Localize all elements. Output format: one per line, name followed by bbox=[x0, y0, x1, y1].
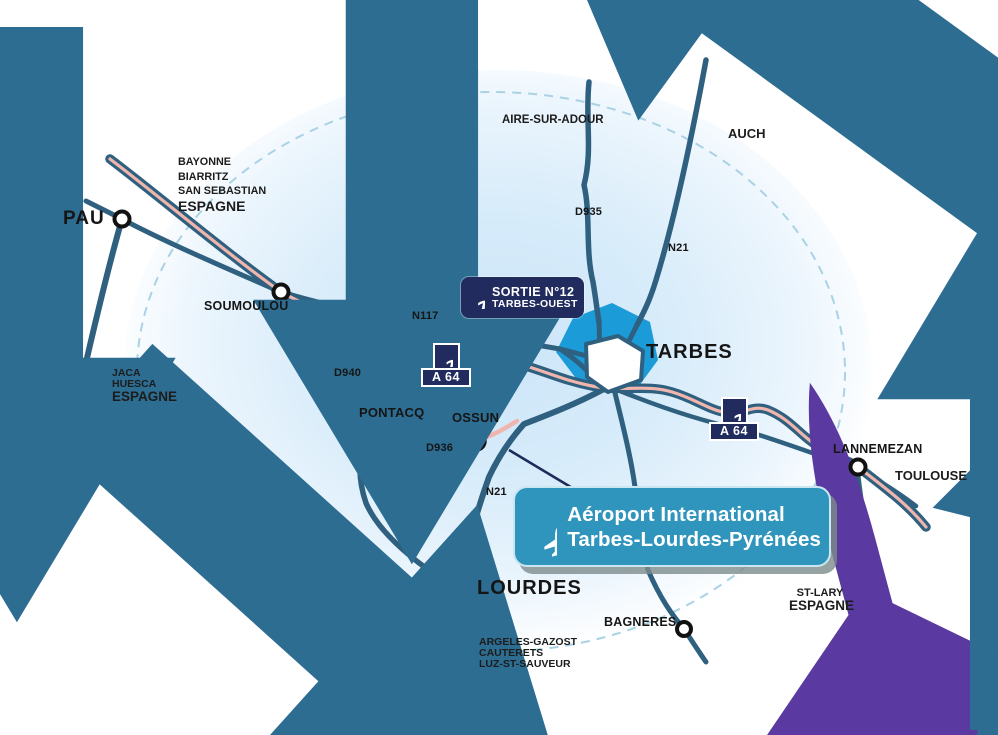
direction-bayonne-line3: SAN SEBASTIAN bbox=[178, 185, 267, 198]
motorway-icon bbox=[734, 413, 741, 421]
exit-12-badge: SORTIE N°12 TARBES-OUEST bbox=[461, 277, 584, 318]
direction-st-lary-line2: ESPAGNE bbox=[789, 597, 855, 613]
direction-auch: AUCH bbox=[728, 126, 766, 141]
a64-shield-west: A 64 bbox=[421, 343, 471, 387]
bagneres-label: BAGNERES bbox=[604, 615, 677, 629]
direction-jaca-line1: JACA bbox=[112, 367, 141, 379]
pau-label: PAU bbox=[63, 208, 105, 229]
pau-dot bbox=[112, 209, 132, 229]
n21-north-label: N21 bbox=[668, 242, 689, 254]
pontacq-label: PONTACQ bbox=[359, 405, 425, 420]
direction-jaca-line3: ESPAGNE bbox=[112, 388, 178, 404]
airport-sign-line2: Tarbes-Lourdes-Pyrénées bbox=[567, 527, 821, 551]
d936-label: D936 bbox=[426, 442, 454, 454]
ossun-label: OSSUN bbox=[452, 410, 500, 425]
a64-east-label: A 64 bbox=[709, 422, 759, 441]
exit-badge-title: SORTIE N°12 bbox=[492, 284, 575, 299]
direction-bayonne-line4: ESPAGNE bbox=[178, 197, 246, 214]
direction-argeles-line1: ARGELES-GAZOST bbox=[479, 636, 578, 648]
road-d935 bbox=[581, 79, 602, 325]
road-n21-north bbox=[634, 57, 709, 328]
bagneres-dot bbox=[675, 620, 693, 638]
direction-argeles-line2: CAUTERETS bbox=[479, 647, 544, 659]
lourdes-label: LOURDES bbox=[477, 577, 582, 599]
motorway-icon bbox=[446, 359, 453, 367]
airport-sign-line1: Aéroport International bbox=[567, 502, 785, 526]
airport-sign-text: Aéroport International Tarbes-Lourdes-Py… bbox=[567, 502, 821, 552]
exit-badge-text: SORTIE N°12 TARBES-OUEST bbox=[492, 284, 578, 310]
direction-st-lary: ST-LARY ESPAGNE bbox=[789, 587, 855, 613]
direction-bayonne: BAYONNE BIARRITZ SAN SEBASTIAN ESPAGNE bbox=[178, 155, 266, 214]
tarbes-city-centre bbox=[584, 334, 645, 394]
a64-west-label: A 64 bbox=[421, 368, 471, 387]
a64-east-pictogram bbox=[720, 397, 748, 424]
direction-toulouse: TOULOUSE bbox=[895, 468, 967, 483]
n117-label: N117 bbox=[412, 310, 439, 322]
direction-argeles: ARGELES-GAZOST CAUTERETS LUZ-ST-SAUVEUR bbox=[479, 637, 577, 670]
direction-jaca-line2: HUESCA bbox=[112, 378, 157, 391]
airport-sign-connector bbox=[508, 448, 575, 491]
soumoulou-dot bbox=[271, 282, 291, 302]
n21-south-label: N21 bbox=[486, 486, 507, 498]
direction-jaca: JACA HUESCA ESPAGNE bbox=[112, 367, 178, 404]
lannemezan-dot bbox=[848, 457, 868, 477]
tarbes-label: TARBES bbox=[646, 341, 733, 363]
a64-shield-east: A 64 bbox=[709, 397, 759, 441]
motorway-icon bbox=[478, 300, 485, 309]
direction-bayonne-line1: BAYONNE bbox=[178, 156, 231, 168]
airport-sign: Aéroport International Tarbes-Lourdes-Py… bbox=[513, 486, 831, 567]
exit-badge-subtitle: TARBES-OUEST bbox=[492, 297, 578, 310]
a64-west-pictogram bbox=[432, 343, 460, 370]
direction-st-lary-line1: ST-LARY bbox=[796, 587, 844, 599]
airplane-icon bbox=[544, 527, 558, 557]
direction-aire-sur-adour: AIRE-SUR-ADOUR bbox=[502, 114, 604, 126]
d935-label: D935 bbox=[575, 206, 603, 218]
direction-argeles-line3: LUZ-ST-SAUVEUR bbox=[479, 658, 571, 670]
soumoulou-label: SOUMOULOU bbox=[204, 299, 289, 313]
lannemezan-label: LANNEMEZAN bbox=[833, 442, 923, 456]
d940-label: D940 bbox=[334, 367, 362, 379]
direction-bayonne-line2: BIARRITZ bbox=[178, 170, 229, 183]
